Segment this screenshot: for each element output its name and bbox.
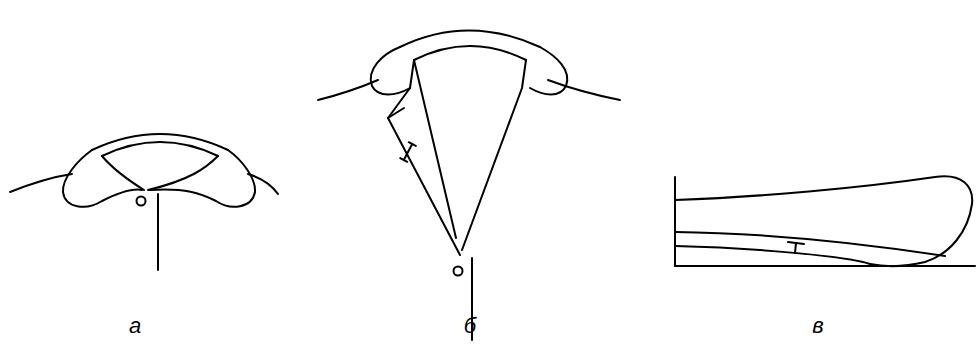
figure-letter: б [464,315,476,337]
figure-letter: в [812,315,823,337]
lapel-collar [318,31,620,341]
sleeve-cuff [675,176,975,266]
round-collar [10,134,278,270]
figure-letter: а [129,315,141,337]
